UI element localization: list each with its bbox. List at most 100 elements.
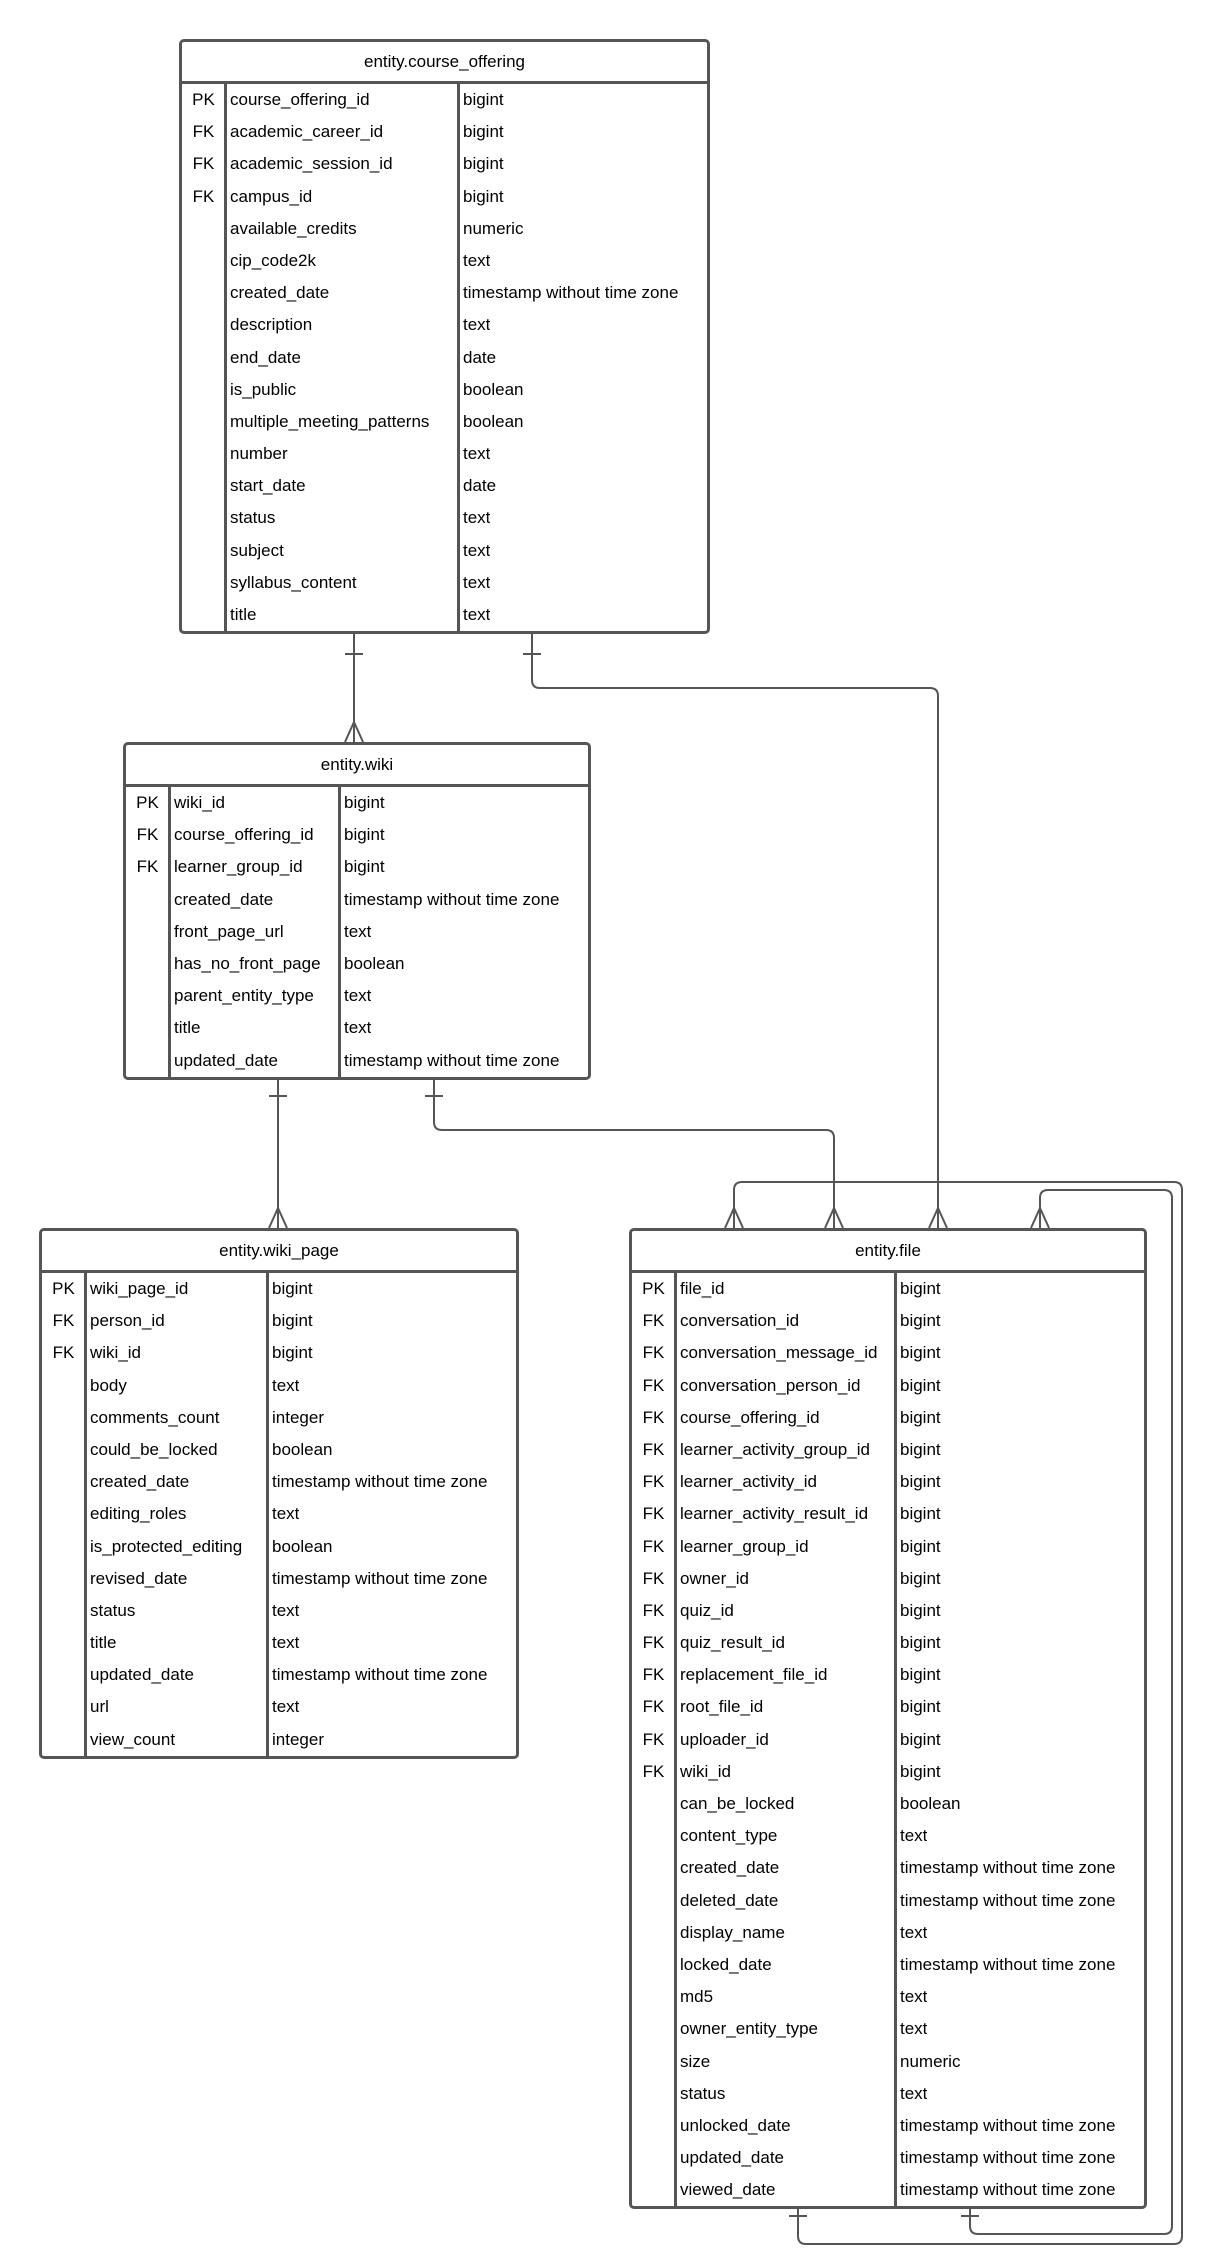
key-marker	[42, 1595, 85, 1627]
entity-title: entity.wiki	[126, 745, 588, 787]
key-marker: PK	[136, 793, 159, 812]
column-name: display_name	[680, 1922, 785, 1942]
key-marker: FK	[642, 1439, 665, 1459]
column-name: academic_session_id	[230, 154, 393, 174]
column-type: timestamp without time zone	[900, 2148, 1116, 2168]
column-name: replacement_file_id	[680, 1665, 828, 1685]
column-type: bigint	[900, 1472, 941, 1492]
column-name: owner_id	[680, 1568, 749, 1588]
column-type: bigint	[344, 857, 385, 877]
column-name: quiz_id	[680, 1600, 734, 1620]
column-divider	[674, 1273, 677, 2207]
column-name: body	[90, 1375, 127, 1395]
column-type: bigint	[900, 1439, 941, 1459]
column-type: timestamp without time zone	[900, 1858, 1116, 1878]
key-marker	[182, 535, 225, 567]
column-type: text	[463, 540, 491, 560]
column-type: bigint	[463, 90, 504, 109]
key-marker: FK	[642, 1407, 665, 1427]
key-marker	[42, 1531, 85, 1563]
key-marker	[182, 599, 225, 631]
column-name: is_public	[230, 379, 297, 399]
column-type: text	[463, 572, 491, 592]
column-name: number	[230, 444, 288, 464]
crow-foot-marker	[928, 1207, 948, 1229]
key-marker: PK	[642, 1279, 665, 1298]
key-marker: FK	[642, 1697, 665, 1717]
key-marker: FK	[642, 1472, 665, 1492]
column-type: boolean	[900, 1794, 961, 1813]
key-marker	[42, 1370, 85, 1402]
key-marker: FK	[642, 1729, 665, 1749]
key-marker	[182, 374, 225, 406]
key-marker: FK	[192, 154, 215, 174]
column-type: timestamp without time zone	[272, 1665, 488, 1685]
key-marker: FK	[192, 122, 215, 142]
column-row: front_page_url text	[126, 916, 588, 948]
key-marker: PK	[52, 1279, 75, 1298]
column-type: text	[463, 508, 491, 528]
column-name: created_date	[230, 283, 330, 303]
key-marker	[632, 1981, 675, 2013]
column-type: bigint	[900, 1697, 941, 1717]
key-marker	[42, 1724, 85, 1756]
relationship-wiki-file	[433, 1076, 835, 1228]
column-name: editing_roles	[90, 1504, 187, 1524]
column-divider	[224, 84, 227, 632]
column-name: has_no_front_page	[174, 953, 321, 973]
column-name: updated_date	[680, 2148, 784, 2168]
column-name: unlocked_date	[680, 2115, 791, 2135]
key-marker	[632, 1788, 675, 1820]
column-name: can_be_locked	[680, 1794, 795, 1813]
column-type: bigint	[900, 1343, 941, 1363]
column-type: bigint	[900, 1407, 941, 1427]
key-marker	[632, 2110, 675, 2142]
column-name: uploader_id	[680, 1729, 769, 1749]
column-divider	[894, 1273, 897, 2207]
column-name: learner_group_id	[174, 857, 303, 877]
key-marker	[42, 1627, 85, 1659]
column-type: text	[463, 315, 491, 335]
column-name: front_page_url	[174, 921, 284, 941]
column-type: text	[344, 921, 372, 941]
column-type: bigint	[900, 1568, 941, 1588]
key-marker	[182, 277, 225, 309]
column-type: bigint	[900, 1633, 941, 1653]
key-marker: FK	[642, 1536, 665, 1556]
key-marker	[42, 1498, 85, 1530]
column-name: cip_code2k	[230, 250, 317, 270]
key-marker	[182, 342, 225, 374]
column-name: quiz_result_id	[680, 1633, 785, 1653]
column-name: title	[90, 1633, 117, 1653]
column-type: boolean	[344, 953, 405, 973]
column-name: wiki_id	[680, 1761, 732, 1781]
